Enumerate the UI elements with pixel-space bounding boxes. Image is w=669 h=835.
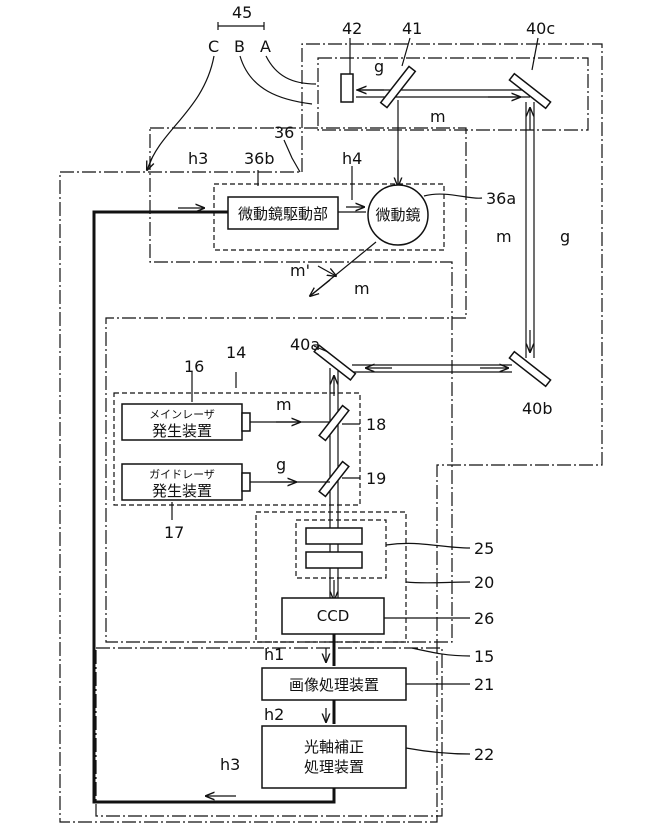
label-14: 14 — [226, 343, 246, 362]
leader-40c — [532, 38, 538, 70]
axis-correction-label-1: 光軸補正 — [304, 738, 364, 756]
label-C: C — [208, 37, 219, 56]
label-41: 41 — [402, 19, 422, 38]
leader-22 — [406, 748, 470, 754]
label-36a: 36a — [486, 189, 516, 208]
label-h3-bottom: h3 — [220, 755, 240, 774]
label-m-top: m — [430, 107, 446, 126]
leader-15 — [412, 648, 470, 656]
main-laser-label-1: メインレーザ — [149, 408, 215, 421]
label-26: 26 — [474, 609, 494, 628]
label-36b: 36b — [244, 149, 275, 168]
image-processor-label: 画像処理装置 — [289, 676, 379, 694]
label-40b: 40b — [522, 399, 553, 418]
label-h3-top: h3 — [188, 149, 208, 168]
label-18: 18 — [366, 415, 386, 434]
label-g-laser: g — [276, 455, 286, 474]
guide-laser-label-1: ガイドレーザ — [149, 468, 215, 481]
label-19: 19 — [366, 469, 386, 488]
mirror-19 — [319, 462, 349, 497]
filter-25-upper — [306, 528, 362, 544]
drive-unit-label: 微動鏡駆動部 — [238, 205, 328, 223]
leader-B — [240, 56, 312, 104]
filter-25-lower — [306, 552, 362, 568]
label-h1: h1 — [264, 645, 284, 664]
label-h2: h2 — [264, 705, 284, 724]
leader-A — [266, 56, 316, 84]
label-A: A — [260, 37, 271, 56]
leader-45 — [218, 22, 264, 30]
leader-36a — [424, 194, 482, 198]
label-17: 17 — [164, 523, 184, 542]
main-laser-label-2: 発生装置 — [152, 422, 212, 440]
label-B: B — [234, 37, 245, 56]
feedback-line-h3 — [94, 212, 334, 802]
label-h4: h4 — [342, 149, 362, 168]
label-22: 22 — [474, 745, 494, 764]
label-40a: 40a — [290, 335, 320, 354]
leader-25 — [386, 543, 470, 548]
leader-36 — [284, 140, 300, 172]
label-40c: 40c — [526, 19, 555, 38]
fine-mirror-label: 微動鏡 — [375, 206, 420, 224]
mirror-40a — [314, 345, 355, 380]
mirror-40c — [509, 74, 550, 109]
output-beam-arrow — [310, 280, 330, 296]
label-21: 21 — [474, 675, 494, 694]
m-prime-arrow — [318, 266, 336, 276]
label-20: 20 — [474, 573, 494, 592]
region-A-outline — [318, 58, 588, 130]
label-m-lower: m — [354, 279, 370, 298]
label-g-top: g — [374, 57, 384, 76]
leader-20 — [406, 582, 470, 583]
label-42: 42 — [342, 19, 362, 38]
label-m-prime: m' — [290, 261, 310, 280]
guide-laser-nozzle — [242, 473, 250, 491]
main-laser-nozzle — [242, 413, 250, 431]
label-16: 16 — [184, 357, 204, 376]
axis-correction-label-2: 処理装置 — [304, 758, 364, 776]
label-45: 45 — [232, 3, 252, 22]
label-m-laser: m — [276, 395, 292, 414]
guide-laser-label-2: 発生装置 — [152, 482, 212, 500]
label-15: 15 — [474, 647, 494, 666]
axis-correction-box — [262, 726, 406, 788]
label-25: 25 — [474, 539, 494, 558]
ccd-label: CCD — [317, 607, 350, 625]
mirror-40b — [509, 352, 550, 387]
detector-42 — [341, 74, 353, 102]
leader-41 — [402, 38, 410, 66]
label-m-side: m — [496, 227, 512, 246]
label-g-side: g — [560, 227, 570, 246]
label-36: 36 — [274, 123, 294, 142]
mirror-18 — [319, 406, 349, 441]
